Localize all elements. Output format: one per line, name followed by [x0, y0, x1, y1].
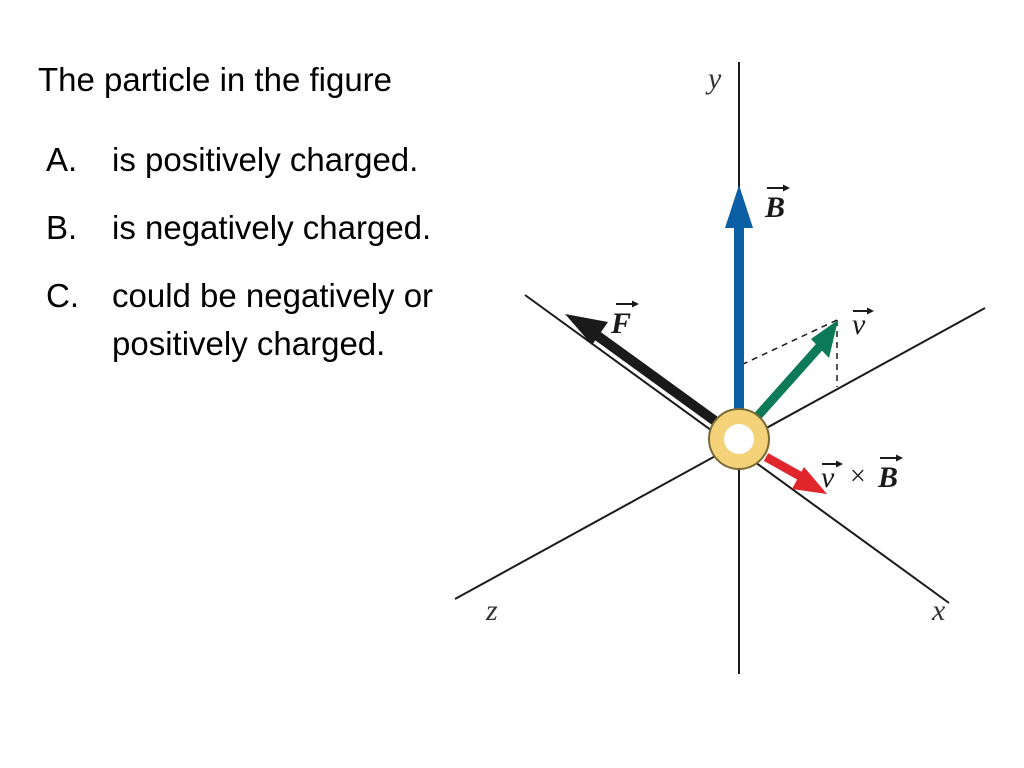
vector-v-shaft [752, 341, 826, 421]
label-v: v [852, 307, 874, 341]
label-f: F [610, 300, 639, 340]
vector-f-shaft [592, 329, 725, 431]
label-b-symbol: B [764, 191, 785, 224]
option-b-letter: B. [46, 209, 78, 246]
question-stem: The particle in the figure [38, 61, 393, 98]
vector-vxb-shaft [763, 453, 803, 480]
option-a-line-1: is positively charged. [112, 141, 419, 178]
vector-f [565, 314, 725, 431]
particle-core [724, 424, 754, 454]
option-c-line-2: positively charged. [112, 325, 386, 362]
label-f-symbol: F [610, 307, 631, 340]
vector-v-head [811, 320, 838, 358]
charged-particle [708, 408, 770, 470]
option-a-letter: A. [46, 141, 78, 178]
option-b-line-1: is negatively charged. [112, 209, 432, 246]
option-c-text: could be negatively or positively charge… [46, 272, 516, 368]
label-b: B [764, 184, 790, 224]
label-vxb-operator: × [850, 461, 866, 492]
vector-f-head [565, 314, 608, 345]
axes [454, 62, 986, 674]
vector-b-head [725, 185, 753, 228]
label-vxb-left: v [821, 461, 835, 494]
vector-b [725, 185, 753, 414]
y-axis-label: y [705, 62, 722, 95]
vector-v [752, 320, 838, 421]
x-axis-label: x [931, 594, 946, 627]
v-projection-line [740, 319, 838, 366]
answer-options: A. is positively charged. B. is negative… [46, 136, 516, 388]
option-a[interactable]: A. is positively charged. [46, 136, 516, 184]
option-a-text: is positively charged. [46, 136, 516, 184]
option-b[interactable]: B. is negatively charged. [46, 204, 516, 252]
option-c-line-1: could be negatively or [112, 277, 434, 314]
v-projection [740, 319, 838, 387]
vector-vxb [763, 453, 827, 494]
vector-vxb-head [792, 467, 827, 494]
option-b-text: is negatively charged. [46, 204, 516, 252]
label-v-symbol: v [852, 308, 866, 341]
label-vxb-right: B [877, 461, 898, 494]
option-c[interactable]: C. could be negatively or positively cha… [46, 272, 516, 368]
option-c-letter: C. [46, 277, 79, 314]
vector-figure: y z x B F v v × B [454, 62, 986, 674]
z-axis-label: z [485, 594, 498, 627]
label-vxb: v × B [821, 454, 903, 494]
